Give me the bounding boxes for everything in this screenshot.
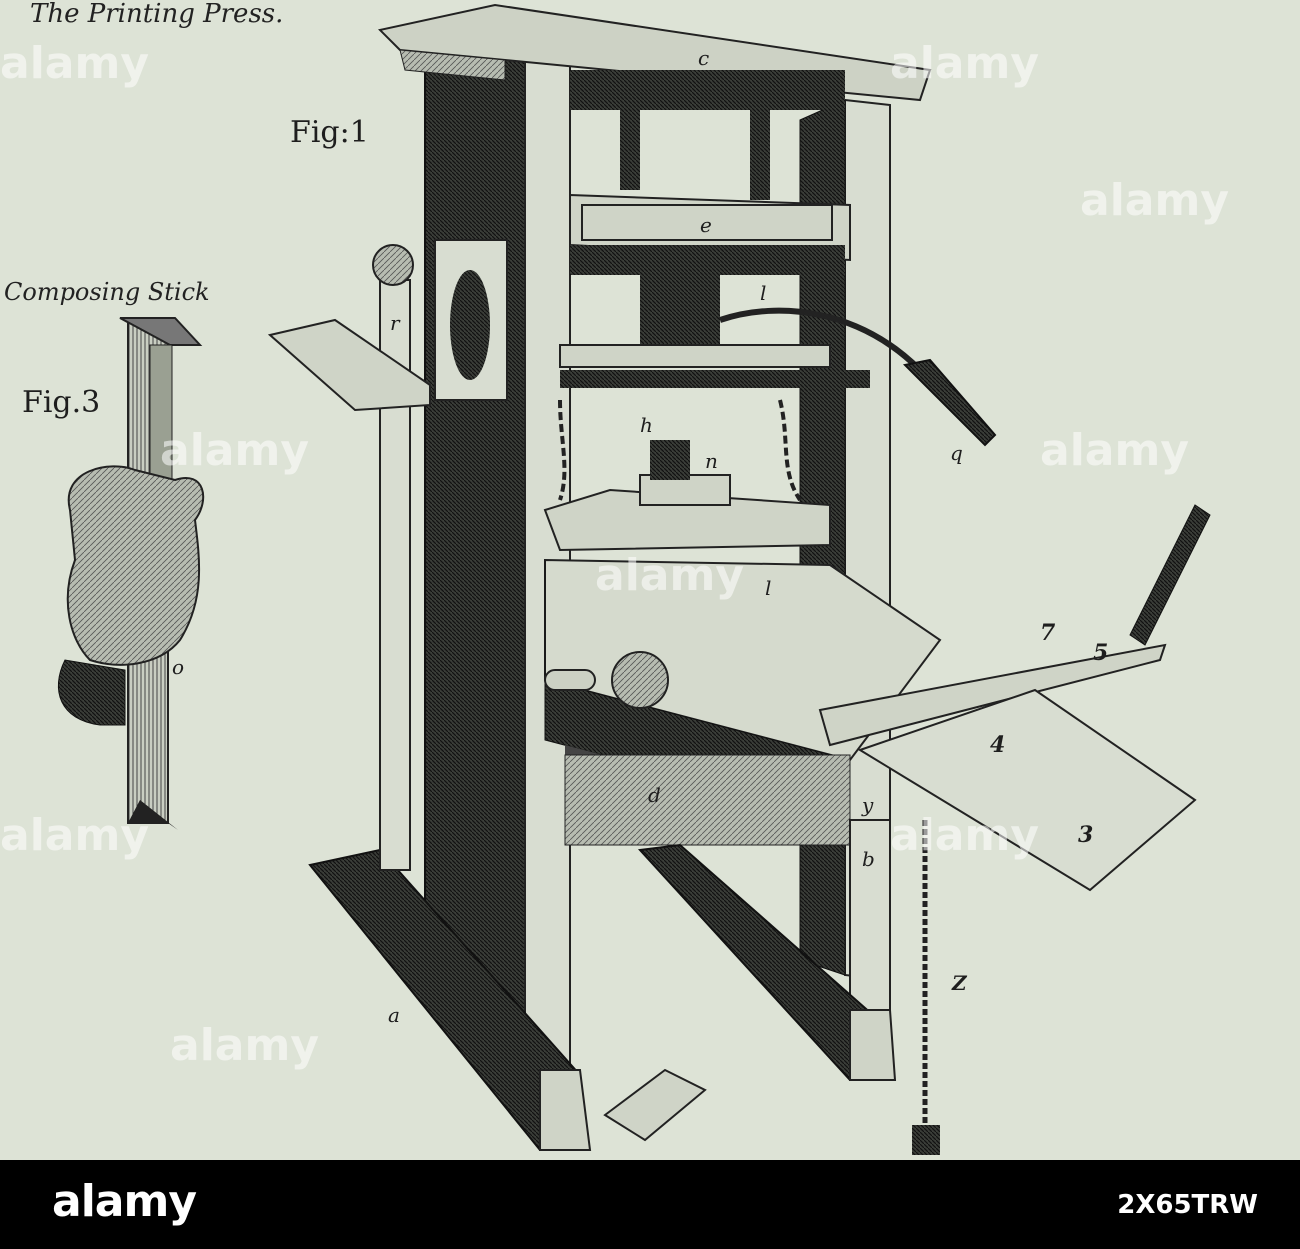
watermark: alamy — [0, 38, 149, 89]
numeral-5: 5 — [1093, 640, 1108, 666]
watermark-layer: alamy alamy alamy alamy alamy alamy alam… — [0, 38, 1229, 1071]
composing-stick-label: Composing Stick — [4, 278, 210, 306]
printing-press-engraving: The Printing Press. Fig:1 Composing Stic… — [0, 0, 1229, 1155]
watermark: alamy — [0, 810, 149, 861]
letter-e: e — [700, 213, 712, 237]
engraving-plate: The Printing Press. Fig:1 Composing Stic… — [0, 0, 1300, 1160]
letter-l: l — [760, 281, 766, 305]
numeral-4: 4 — [990, 732, 1005, 758]
watermark: alamy — [1080, 175, 1229, 226]
letter-a: a — [388, 1003, 400, 1027]
watermark: alamy — [595, 550, 744, 601]
letter-z: Z — [951, 971, 968, 995]
letter-r: r — [390, 311, 401, 335]
letter-o: o — [172, 655, 184, 679]
letter-c: c — [698, 46, 709, 70]
numeral-3: 3 — [1078, 822, 1093, 848]
plate-title: The Printing Press. — [30, 0, 283, 29]
printing-press-illustration — [267, 3, 1211, 1155]
alamy-logo: alamy — [52, 1176, 197, 1227]
letter-d: d — [648, 783, 661, 807]
watermark: alamy — [160, 425, 309, 476]
letter-l-bed: l — [765, 576, 771, 600]
stock-footer-bar: alamy 2X65TRW — [0, 1160, 1300, 1249]
image-id-label: 2X65TRW — [1117, 1190, 1258, 1220]
numeral-7: 7 — [1040, 620, 1056, 646]
composing-stick-illustration — [57, 317, 205, 830]
reference-letters: c e l r q h n l d y b a Z o 3 4 5 7 — [172, 46, 1108, 1027]
watermark: alamy — [1040, 425, 1189, 476]
watermark: alamy — [890, 810, 1039, 861]
fig1-label: Fig:1 — [290, 115, 369, 150]
letter-h: h — [640, 413, 653, 437]
fig3-label: Fig.3 — [22, 385, 100, 420]
letter-q: q — [950, 441, 963, 465]
letter-b: b — [862, 847, 875, 871]
watermark: alamy — [890, 38, 1039, 89]
watermark: alamy — [170, 1020, 319, 1071]
letter-n: n — [705, 449, 718, 473]
letter-y: y — [861, 793, 874, 817]
